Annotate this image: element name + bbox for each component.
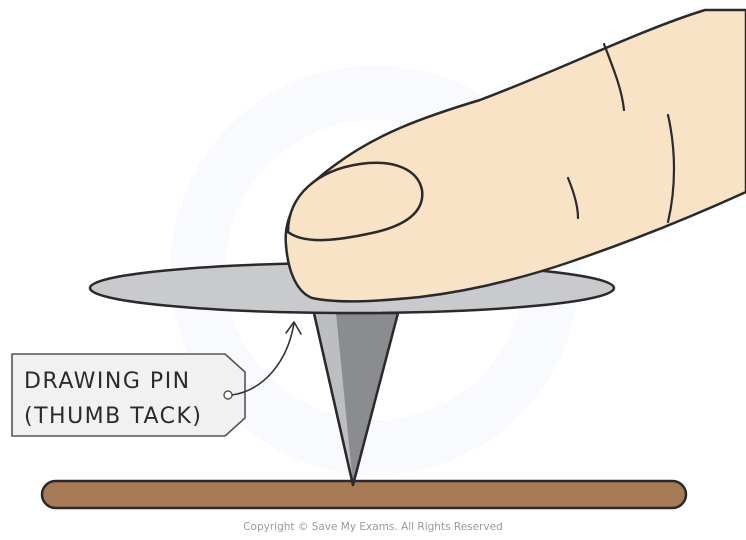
- label-tag-hole: [224, 391, 232, 399]
- label-line-1: DRAWING PIN: [24, 369, 191, 394]
- label-line-2: (THUMB TACK): [24, 404, 203, 429]
- wooden-surface: [42, 481, 686, 508]
- copyright-text: Copyright © Save My Exams. All Rights Re…: [243, 521, 503, 533]
- label-tag: DRAWING PIN (THUMB TACK): [12, 354, 245, 436]
- finger: [286, 10, 746, 301]
